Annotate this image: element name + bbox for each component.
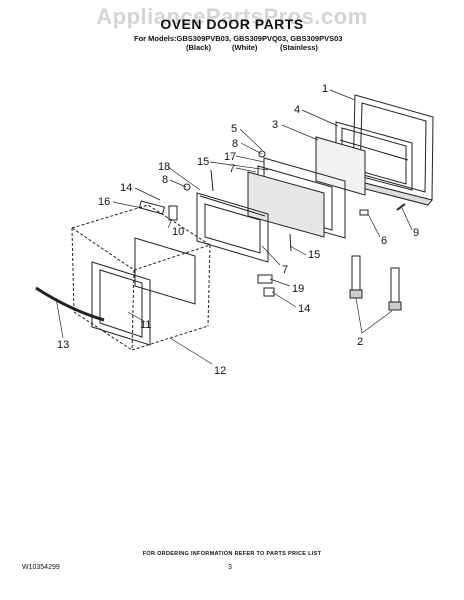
part-hinge-bracket [263, 287, 275, 297]
part-screw [396, 203, 406, 211]
callout-12: 12 [214, 365, 226, 377]
part-door-handle [35, 286, 105, 322]
callout-15-lower: 15 [308, 249, 320, 261]
part-clip [359, 209, 369, 216]
callout-14-lower: 14 [298, 303, 310, 315]
watermark: AppliancePartsPros.com [96, 4, 368, 29]
callout-18: 18 [158, 161, 170, 173]
callout-10: 10 [172, 226, 184, 238]
part-rod [210, 169, 214, 192]
callout-15-upper: 15 [197, 156, 209, 168]
callout-4: 4 [294, 104, 300, 116]
document-number: W10354299 [22, 564, 60, 571]
callout-7-upper: 7 [229, 163, 235, 175]
part-hinge-bracket [168, 205, 178, 221]
part-rod [289, 233, 292, 252]
part-screw [183, 183, 191, 191]
part-hinge-bracket [138, 200, 165, 215]
part-door-frame-inner [91, 237, 196, 346]
ordering-note: FOR ORDERING INFORMATION REFER TO PARTS … [142, 551, 322, 557]
callout-13: 13 [57, 339, 69, 351]
leader-lines [55, 89, 413, 365]
callout-6: 6 [381, 235, 387, 247]
callout-8-upper: 8 [232, 138, 238, 150]
callout-14-upper: 14 [120, 182, 132, 194]
callout-1: 1 [322, 83, 328, 95]
callout-9: 9 [413, 227, 419, 239]
callout-16: 16 [98, 196, 110, 208]
part-door-liner [196, 192, 269, 263]
callout-11: 11 [140, 319, 151, 331]
callout-2: 2 [357, 336, 363, 348]
callout-17: 17 [224, 151, 236, 163]
page-number: 3 [228, 564, 232, 571]
part-door-hinges [349, 255, 402, 311]
callout-5: 5 [231, 123, 237, 135]
callout-labels: 1 4 3 5 8 17 7 15 18 8 14 16 10 7 15 6 9… [57, 83, 419, 377]
part-door-assembly-outline [70, 204, 212, 351]
variant-stainless: (Stainless) [280, 43, 318, 52]
models-line: For Models:GBS309PVB03, GBS309PVQ03, GBS… [134, 34, 343, 43]
callout-19: 19 [292, 283, 304, 295]
page-title: OVEN DOOR PARTS [160, 16, 304, 32]
callout-3: 3 [272, 119, 278, 131]
variant-white: (White) [232, 43, 258, 52]
part-glass-panel [315, 136, 366, 196]
variant-black: (Black) [186, 43, 212, 52]
callout-8-lower: 8 [162, 174, 168, 186]
part-inner-panels [247, 157, 346, 239]
part-screw [258, 150, 266, 158]
callout-7-lower: 7 [282, 264, 288, 276]
part-hinge-bracket [257, 274, 273, 284]
